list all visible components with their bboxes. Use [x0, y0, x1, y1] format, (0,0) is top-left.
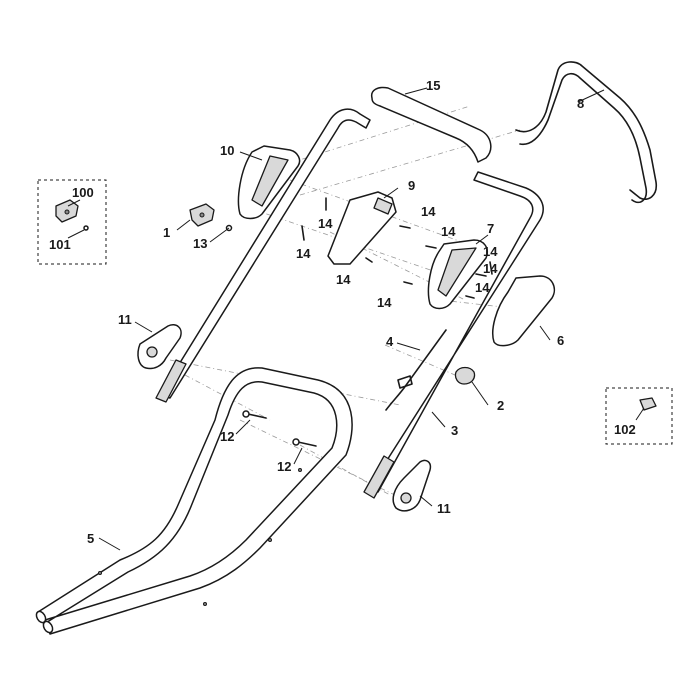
part-3-upper-handle-left[interactable]: [155, 108, 371, 403]
part-11-knob-right[interactable]: [392, 459, 432, 512]
callout-7: 7: [487, 221, 494, 236]
part-5-lower-handle-frame[interactable]: [35, 367, 353, 635]
callout-5: 5: [87, 531, 94, 546]
callout-labels: 1 2 3 4 5 6 7 8 9 10 11 11 12 12 13 14 1…: [49, 78, 636, 546]
callout-10: 10: [220, 143, 234, 158]
part-14-screws[interactable]: [301, 197, 493, 299]
callout-14-d: 14: [421, 204, 436, 219]
callout-101: 101: [49, 237, 71, 252]
callout-12-lower: 12: [277, 459, 291, 474]
callout-14-b: 14: [296, 246, 311, 261]
detail-box-102: [605, 387, 673, 445]
part-10-handle-cover-left[interactable]: [237, 145, 301, 220]
part-3-upper-handle-right[interactable]: [363, 171, 544, 499]
callout-100: 100: [72, 185, 94, 200]
callout-15: 15: [426, 78, 440, 93]
callout-11-right: 11: [437, 501, 451, 516]
callout-14-c: 14: [336, 272, 351, 287]
callout-102: 102: [614, 422, 636, 437]
part-7-handle-cover-right[interactable]: [427, 239, 488, 310]
part-8-bail-lever[interactable]: [515, 61, 658, 204]
part-9-inner-cover-left[interactable]: [327, 191, 397, 265]
callout-14-i: 14: [377, 295, 392, 310]
callout-12-upper: 12: [220, 429, 234, 444]
part-2-cable-clip[interactable]: [454, 366, 476, 385]
callout-14-e: 14: [441, 224, 456, 239]
callout-14-f: 14: [483, 244, 498, 259]
part-12-bolts[interactable]: [242, 410, 317, 447]
part-4-cable[interactable]: [385, 329, 447, 411]
part-6-inner-cover-right[interactable]: [492, 275, 556, 347]
callout-14-g: 14: [483, 261, 498, 276]
part-15-top-grip[interactable]: [370, 86, 492, 163]
callout-2: 2: [497, 398, 504, 413]
callout-1: 1: [163, 225, 170, 240]
callout-13: 13: [193, 236, 207, 251]
callout-11-left: 11: [118, 312, 132, 327]
callout-4: 4: [386, 334, 394, 349]
callout-14-h: 14: [475, 280, 490, 295]
callout-6: 6: [557, 333, 564, 348]
detail-box-100-101: [37, 179, 107, 265]
part-1-clip[interactable]: [189, 203, 215, 227]
callout-9: 9: [408, 178, 415, 193]
callout-14-a: 14: [318, 216, 333, 231]
part-11-knob-left[interactable]: [137, 324, 182, 370]
callout-leader-lines: [67, 87, 645, 551]
callout-8: 8: [577, 96, 584, 111]
callout-3: 3: [451, 423, 458, 438]
